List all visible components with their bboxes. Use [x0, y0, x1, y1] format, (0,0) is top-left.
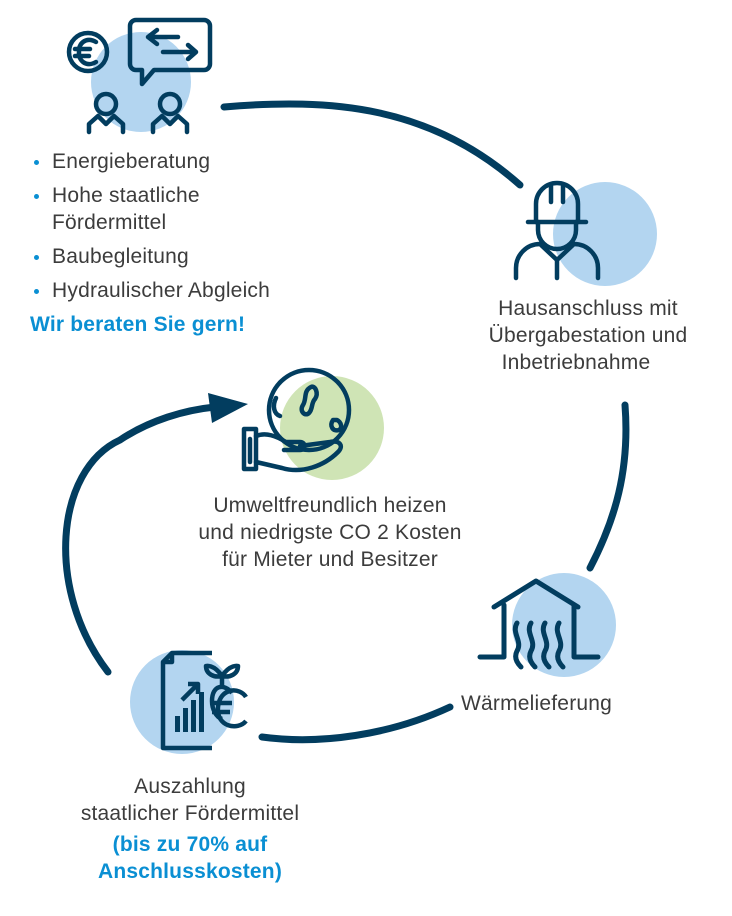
payout-highlight-line: (bis zu 70% auf	[112, 833, 268, 856]
benefit-label: Umweltfreundlich heizen und niedrigste C…	[170, 492, 490, 573]
bullet-item: Energieberatung	[30, 148, 320, 175]
consulting-cta: Wir beraten Sie gern!	[30, 313, 246, 336]
consultation-icon	[66, 17, 213, 135]
payout-highlight-line: Anschlusskosten)	[97, 860, 283, 883]
connection-label-line: Inbetriebnahme	[501, 351, 651, 374]
delivery-label: Wärmelieferung	[461, 692, 613, 715]
benefit-label-line: und niedrigste CO 2 Kosten	[198, 521, 462, 544]
payout-bg-circle	[130, 650, 234, 754]
connection-label-line: Hausanschluss mit	[498, 297, 678, 320]
connection-label: Hausanschluss mit Übergabestation und In…	[458, 295, 718, 376]
construction-worker-icon	[513, 180, 601, 281]
consulting-bullet-list: Energieberatung Hohe staatliche Fördermi…	[30, 148, 320, 304]
bullet-item-line: Hohe staatliche	[52, 184, 200, 207]
payout-label-line: Auszahlung	[134, 775, 246, 798]
bullet-item: Hohe staatliche Fördermittel	[30, 182, 320, 236]
arc-payout-to-benefit	[62, 403, 219, 676]
arc-consulting-to-connection	[220, 100, 524, 189]
bullet-item: Hydraulischer Abgleich	[30, 277, 320, 304]
benefit-label-line: für Mieter und Besitzer	[222, 548, 438, 571]
arc-delivery-to-payout	[258, 703, 454, 744]
benefit-label-line: Umweltfreundlich heizen	[213, 494, 447, 517]
consulting-text-block: Energieberatung Hohe staatliche Fördermi…	[30, 148, 320, 338]
arrowhead-icon	[208, 393, 248, 423]
funding-document-icon	[160, 650, 248, 751]
bullet-item: Baubegleitung	[30, 243, 320, 270]
connection-label-line: Übergabestation und	[488, 324, 688, 347]
bullet-item-line: Fördermittel	[52, 211, 167, 234]
arc-connection-to-delivery	[586, 401, 630, 572]
connection-bg-circle	[553, 182, 657, 286]
delivery-bg-circle	[512, 573, 616, 677]
house-heat-icon	[477, 578, 601, 670]
payout-label: Auszahlung staatlicher Fördermittel (bis…	[40, 773, 340, 885]
globe-in-hand-icon	[241, 367, 352, 473]
payout-label-line: staatlicher Fördermittel	[80, 802, 300, 825]
